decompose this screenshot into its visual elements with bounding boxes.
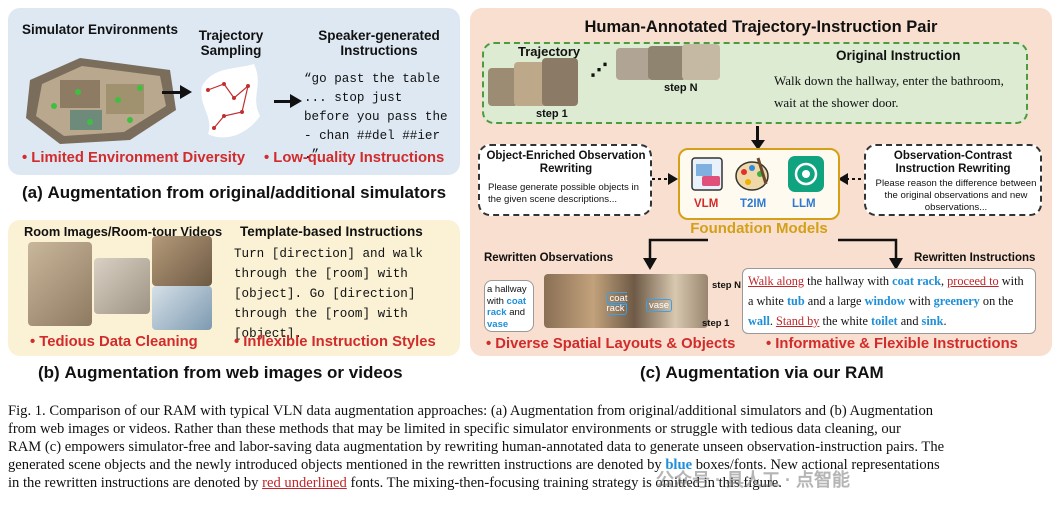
original-instruction-title: Original Instruction bbox=[836, 48, 961, 63]
object-enriched-box bbox=[478, 144, 652, 216]
llm-icon bbox=[788, 156, 824, 192]
bent-arrow-right-icon bbox=[838, 238, 903, 270]
traj-frame-n3 bbox=[682, 44, 720, 80]
observation-contrast-prompt: Please reason the difference between the… bbox=[875, 178, 1037, 213]
arrow-right bbox=[162, 91, 182, 94]
vase-tag: vase bbox=[646, 299, 673, 312]
speaker-instruction: “go past the table ... stop just before … bbox=[304, 72, 448, 162]
caption-line-4: generated scene objects and the newly in… bbox=[8, 457, 940, 473]
original-instruction-text: Walk down the hallway, enter the bathroo… bbox=[774, 73, 1004, 110]
room-video-frame bbox=[152, 286, 212, 330]
panel-b: Room Images/Room-tour Videos Template-ba… bbox=[8, 220, 460, 356]
object-enriched-title: Object-Enriched Observation Rewriting bbox=[486, 150, 646, 175]
traj-frame-n1 bbox=[616, 48, 652, 80]
caption-line-2: from web images or videos. Rather than t… bbox=[8, 421, 901, 437]
panel-c: Human-Annotated Trajectory-Instruction P… bbox=[470, 8, 1052, 356]
rewritten-instructions-label: Rewritten Instructions bbox=[914, 252, 1036, 264]
room-image-2 bbox=[94, 258, 150, 314]
issue-low-quality: • Low-quality Instructions bbox=[264, 150, 445, 166]
arrow-right bbox=[274, 100, 292, 103]
t2im-label: T2IM bbox=[740, 198, 767, 210]
panel-c-title: Human-Annotated Trajectory-Instruction P… bbox=[584, 18, 938, 36]
caption-line-1: Fig. 1. Comparison of our RAM with typic… bbox=[8, 403, 934, 419]
template-title: Template-based Instructions bbox=[240, 224, 423, 239]
template-instruction: Turn [direction] and walk through the [r… bbox=[234, 247, 423, 341]
traj-frame-1 bbox=[488, 68, 518, 106]
traj-frame-n2 bbox=[648, 46, 686, 80]
issue-inflexible-styles: • Inflexible Instruction Styles bbox=[234, 334, 436, 350]
arrow-down bbox=[756, 126, 759, 142]
arrow-head-icon bbox=[180, 85, 192, 99]
obs-step-1: step 1 bbox=[702, 318, 730, 329]
benefit-diverse-layouts: • Diverse Spatial Layouts & Objects bbox=[486, 336, 736, 352]
speaker-title: Speaker-generated Instructions bbox=[318, 28, 440, 58]
dashed-arrow-right-icon bbox=[652, 173, 678, 185]
panel-a: Simulator Environments Trajectory Sampli… bbox=[8, 8, 460, 175]
bent-arrow-left-icon bbox=[643, 238, 708, 270]
coat-rack-tag: coat rack bbox=[606, 292, 628, 315]
caption-line-5: in the rewritten instructions are denote… bbox=[8, 475, 782, 491]
room-image-1 bbox=[28, 242, 92, 326]
llm-label: LLM bbox=[792, 198, 816, 210]
arrow-head-icon bbox=[751, 140, 765, 150]
caption-line-3: RAM (c) empowers simulator-free and labo… bbox=[8, 439, 945, 455]
caption-c: (c) Augmentation via our RAM bbox=[640, 363, 884, 382]
observation-contrast-title: Observation-Contrast Instruction Rewriti… bbox=[893, 150, 1013, 175]
rewritten-observation-strip bbox=[544, 274, 708, 328]
step-1-label: step 1 bbox=[536, 108, 568, 120]
ellipsis: ⋰ bbox=[590, 60, 608, 80]
obs-step-n: step N bbox=[712, 280, 742, 291]
issue-limited-diversity: • Limited Environment Diversity bbox=[22, 150, 246, 166]
traj-frame-3 bbox=[542, 58, 578, 106]
caption-a: (a) Augmentation from original/additiona… bbox=[22, 183, 447, 202]
object-enriched-prompt: Please generate possible objects in the … bbox=[488, 182, 639, 205]
foundation-models-label: Foundation Models bbox=[690, 220, 828, 237]
caption-b: (b) Augmentation from web images or vide… bbox=[38, 363, 403, 382]
vlm-icon bbox=[691, 157, 723, 191]
watermark: 公众号 · 具人工 · 点智能 bbox=[656, 470, 850, 490]
vlm-label: VLM bbox=[694, 198, 719, 210]
trajectory-label: Trajectory bbox=[518, 44, 581, 59]
room-image-3 bbox=[152, 236, 212, 286]
t2im-palette-icon bbox=[735, 157, 769, 191]
issue-tedious-cleaning: • Tedious Data Cleaning bbox=[30, 334, 198, 350]
step-n-label: step N bbox=[664, 82, 698, 94]
rewritten-observations-label: Rewritten Observations bbox=[484, 252, 614, 264]
observation-contrast-box bbox=[864, 144, 1042, 216]
media-title: Room Images/Room-tour Videos bbox=[24, 224, 223, 239]
trajectory-sketch bbox=[201, 64, 260, 138]
dashed-arrow-left-icon bbox=[838, 173, 864, 185]
arrow-head-icon bbox=[290, 94, 302, 108]
observation-bubble: a hallway with coat rack and vase bbox=[484, 280, 534, 332]
trajectory-title: Trajectory Sampling bbox=[198, 28, 264, 58]
env-title: Simulator Environments bbox=[22, 22, 179, 37]
benefit-informative-instructions: • Informative & Flexible Instructions bbox=[766, 336, 1018, 352]
rewritten-instruction-box: Walk along the hallway with coat rack, p… bbox=[742, 268, 1036, 334]
simulator-map-image bbox=[26, 58, 176, 144]
